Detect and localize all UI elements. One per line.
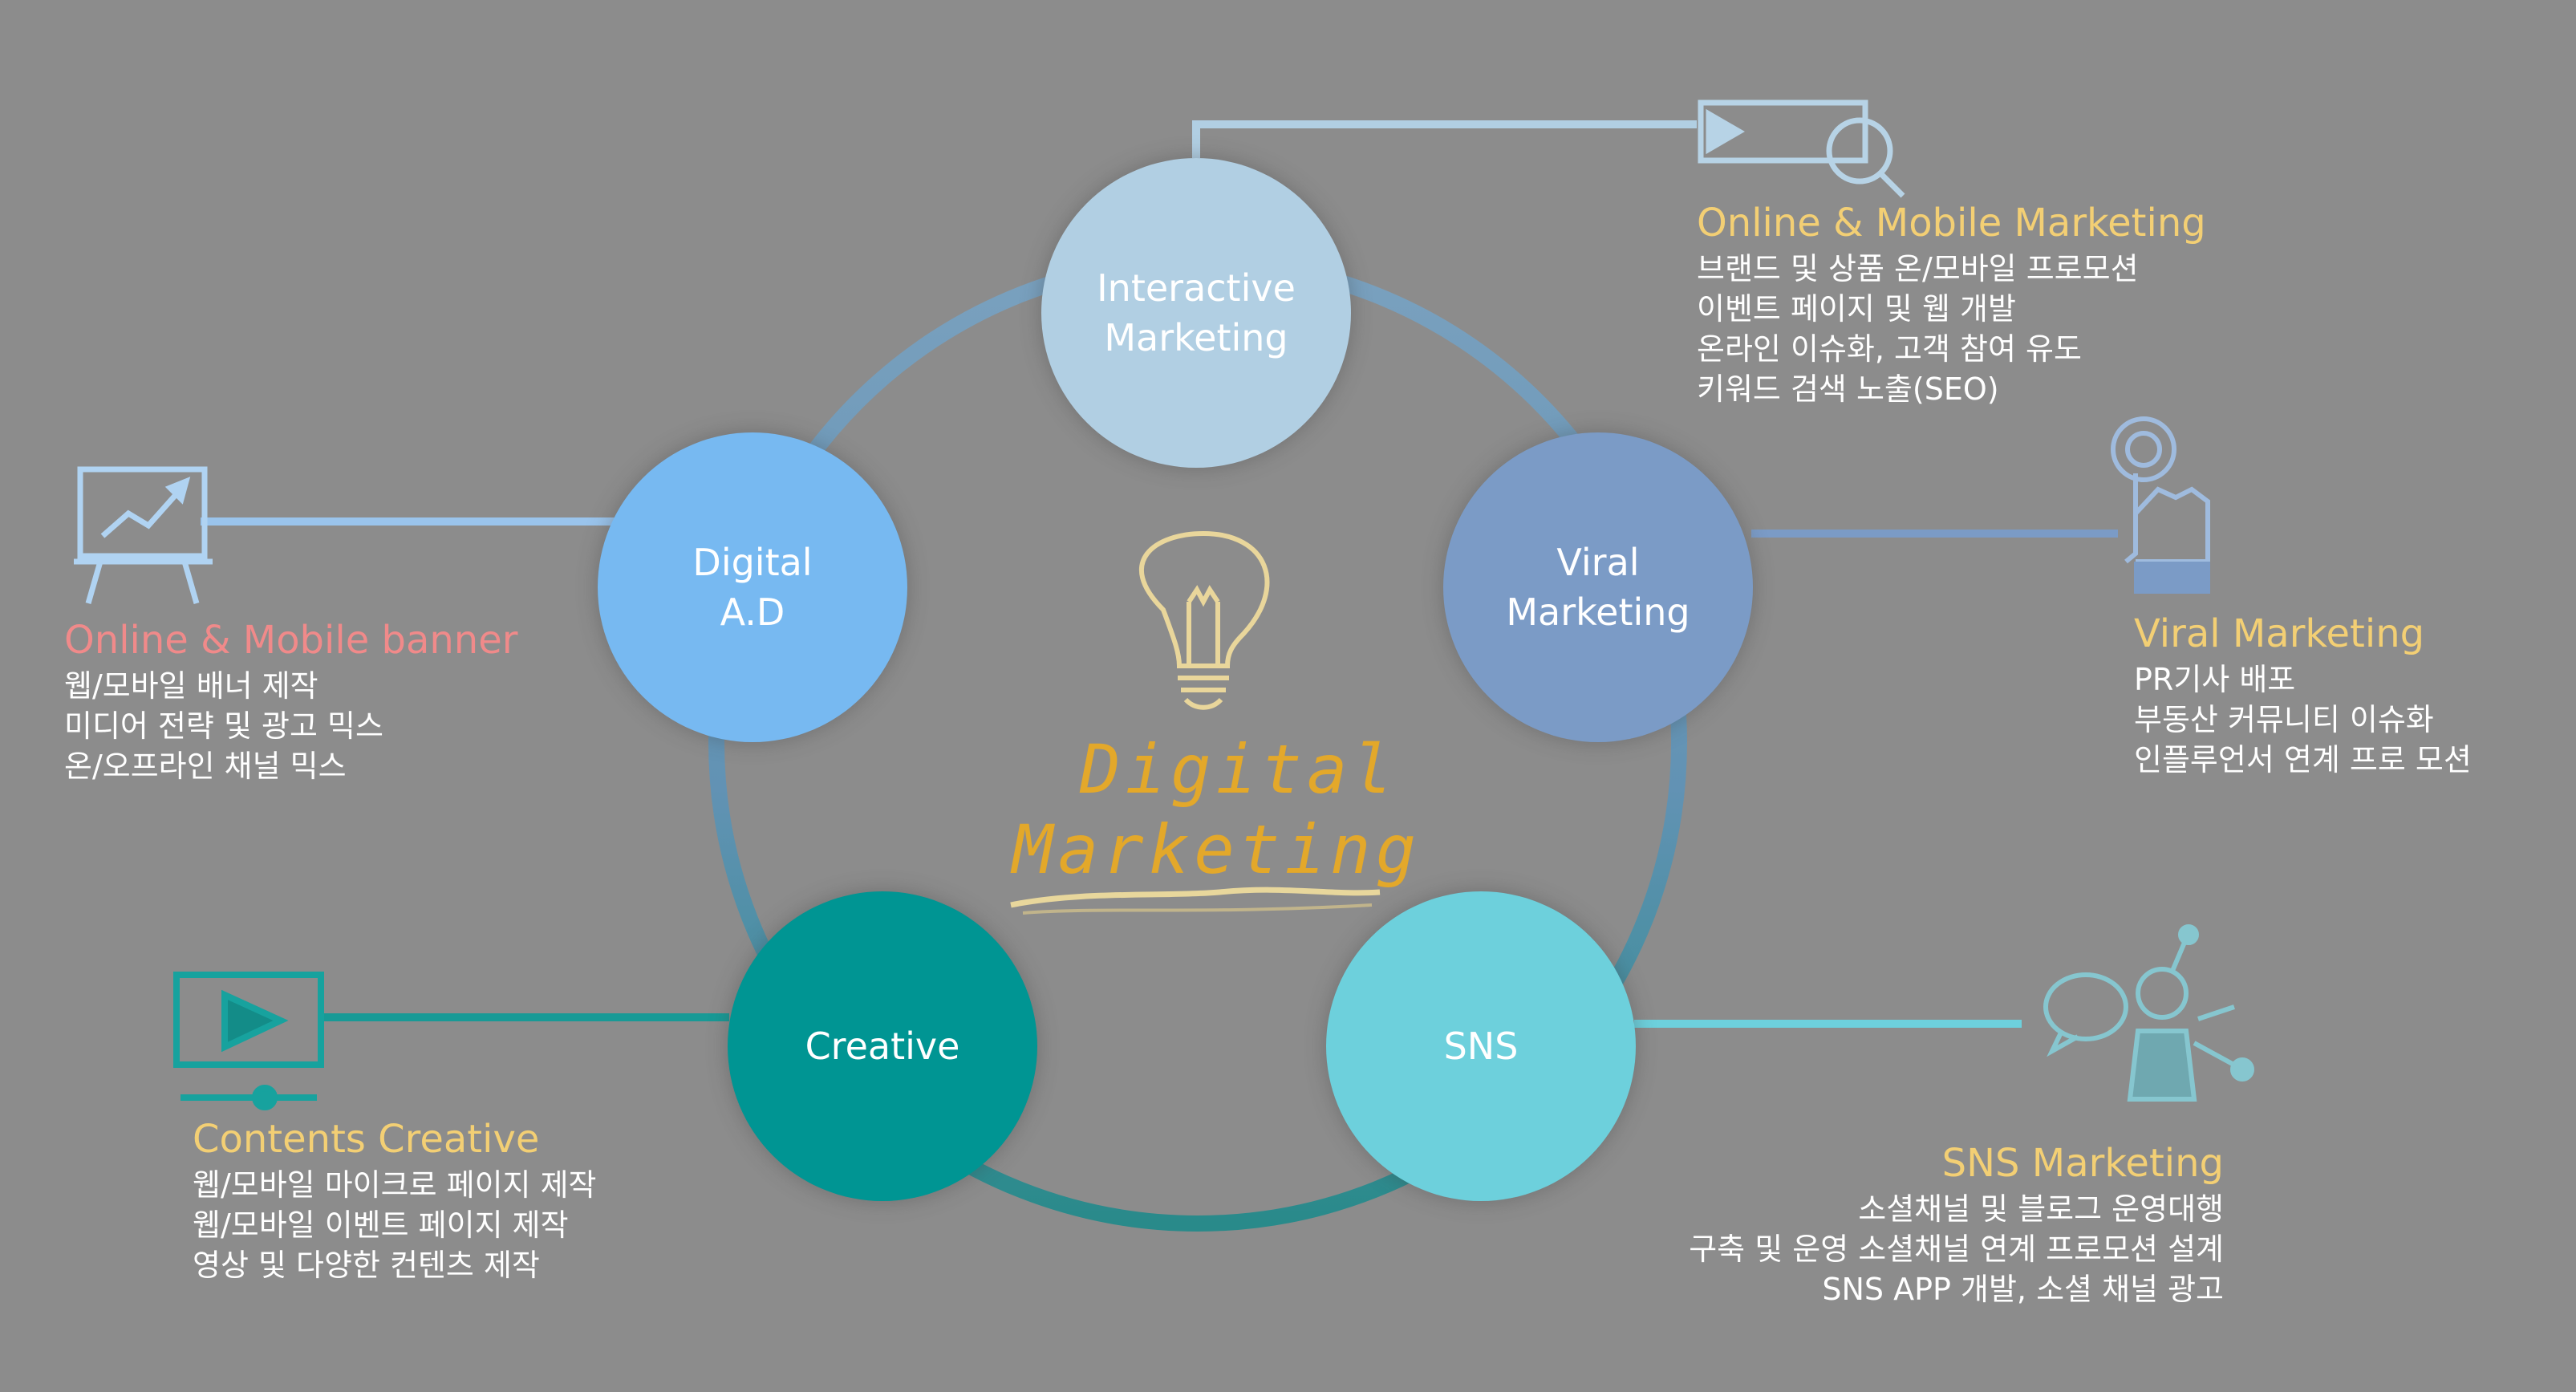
block-title: Online & Mobile banner [64, 618, 518, 663]
block-contents-creative: Contents Creative 웹/모바일 마이크로 페이지 제작 웹/모바… [193, 1115, 597, 1285]
block-online-mobile-banner: Online & Mobile banner 웹/모바일 배너 제작 미디어 전… [64, 616, 517, 786]
block-title: Viral Marketing [2134, 611, 2425, 656]
block-line: 소셜채널 및 블로그 운영대행 [1858, 1191, 2224, 1227]
center-underline-shadow [1022, 903, 1373, 915]
block-sns-marketing: SNS Marketing 소셜채널 및 블로그 운영대행 구축 및 운영 소셜… [1689, 1139, 2224, 1309]
node-digital-ad: Digital A.D [598, 432, 907, 742]
center-title-line1: Digital [1080, 730, 1398, 809]
block-line: 부동산 커뮤니티 이슈화 [2134, 702, 2434, 737]
center-title-line2: Marketing [1012, 810, 1422, 889]
chat-figure-icon [2043, 924, 2254, 1102]
node-viral-marketing: Viral Marketing [1443, 432, 1753, 742]
center-underline [1010, 887, 1381, 908]
node-interactive-marketing: Interactive Marketing [1041, 158, 1351, 468]
block-line: 구축 및 운영 소셜채널 연계 프로모션 설계 [1689, 1232, 2224, 1267]
video-player-icon [173, 972, 324, 1110]
block-line: PR기사 배포 [2134, 662, 2296, 697]
block-line: SNS APP 개발, 소셜 채널 광고 [1822, 1272, 2224, 1307]
presentation-board-icon [74, 466, 213, 604]
node-sns: SNS [1326, 891, 1636, 1201]
block-title: Online & Mobile Marketing [1697, 201, 2206, 246]
touch-hand-icon [2111, 416, 2210, 594]
center-title: Digital Marketing [1003, 714, 1420, 923]
block-line: 웹/모바일 배너 제작 [64, 668, 318, 704]
light-bulb-icon [1138, 530, 1270, 710]
block-line: 미디어 전략 및 광고 믹스 [64, 708, 383, 744]
block-title: Contents Creative [193, 1117, 540, 1162]
block-line: 웹/모바일 이벤트 페이지 제작 [193, 1207, 569, 1243]
block-title: SNS Marketing [1941, 1141, 2224, 1186]
block-line: 영상 및 다양한 컨텐츠 제작 [193, 1248, 540, 1283]
leader-line-interactive [1192, 120, 1697, 158]
block-viral-marketing: Viral Marketing PR기사 배포 부동산 커뮤니티 이슈화 인플루… [2134, 610, 2472, 780]
block-line: 키워드 검색 노출(SEO) [1697, 371, 1999, 407]
block-line: 웹/모바일 마이크로 페이지 제작 [193, 1167, 597, 1203]
block-line: 인플루언서 연계 프로 모션 [2134, 742, 2472, 777]
block-line: 브랜드 및 상품 온/모바일 프로모션 [1697, 251, 2139, 286]
video-search-icon [1698, 99, 1905, 198]
block-online-mobile-marketing: Online & Mobile Marketing 브랜드 및 상품 온/모바일… [1697, 199, 2206, 409]
block-line: 이벤트 페이지 및 웹 개발 [1697, 291, 2016, 327]
block-line: 온라인 이슈화, 고객 참여 유도 [1697, 331, 2082, 367]
node-creative: Creative [728, 891, 1037, 1201]
block-line: 온/오프라인 채널 믹스 [64, 749, 347, 784]
